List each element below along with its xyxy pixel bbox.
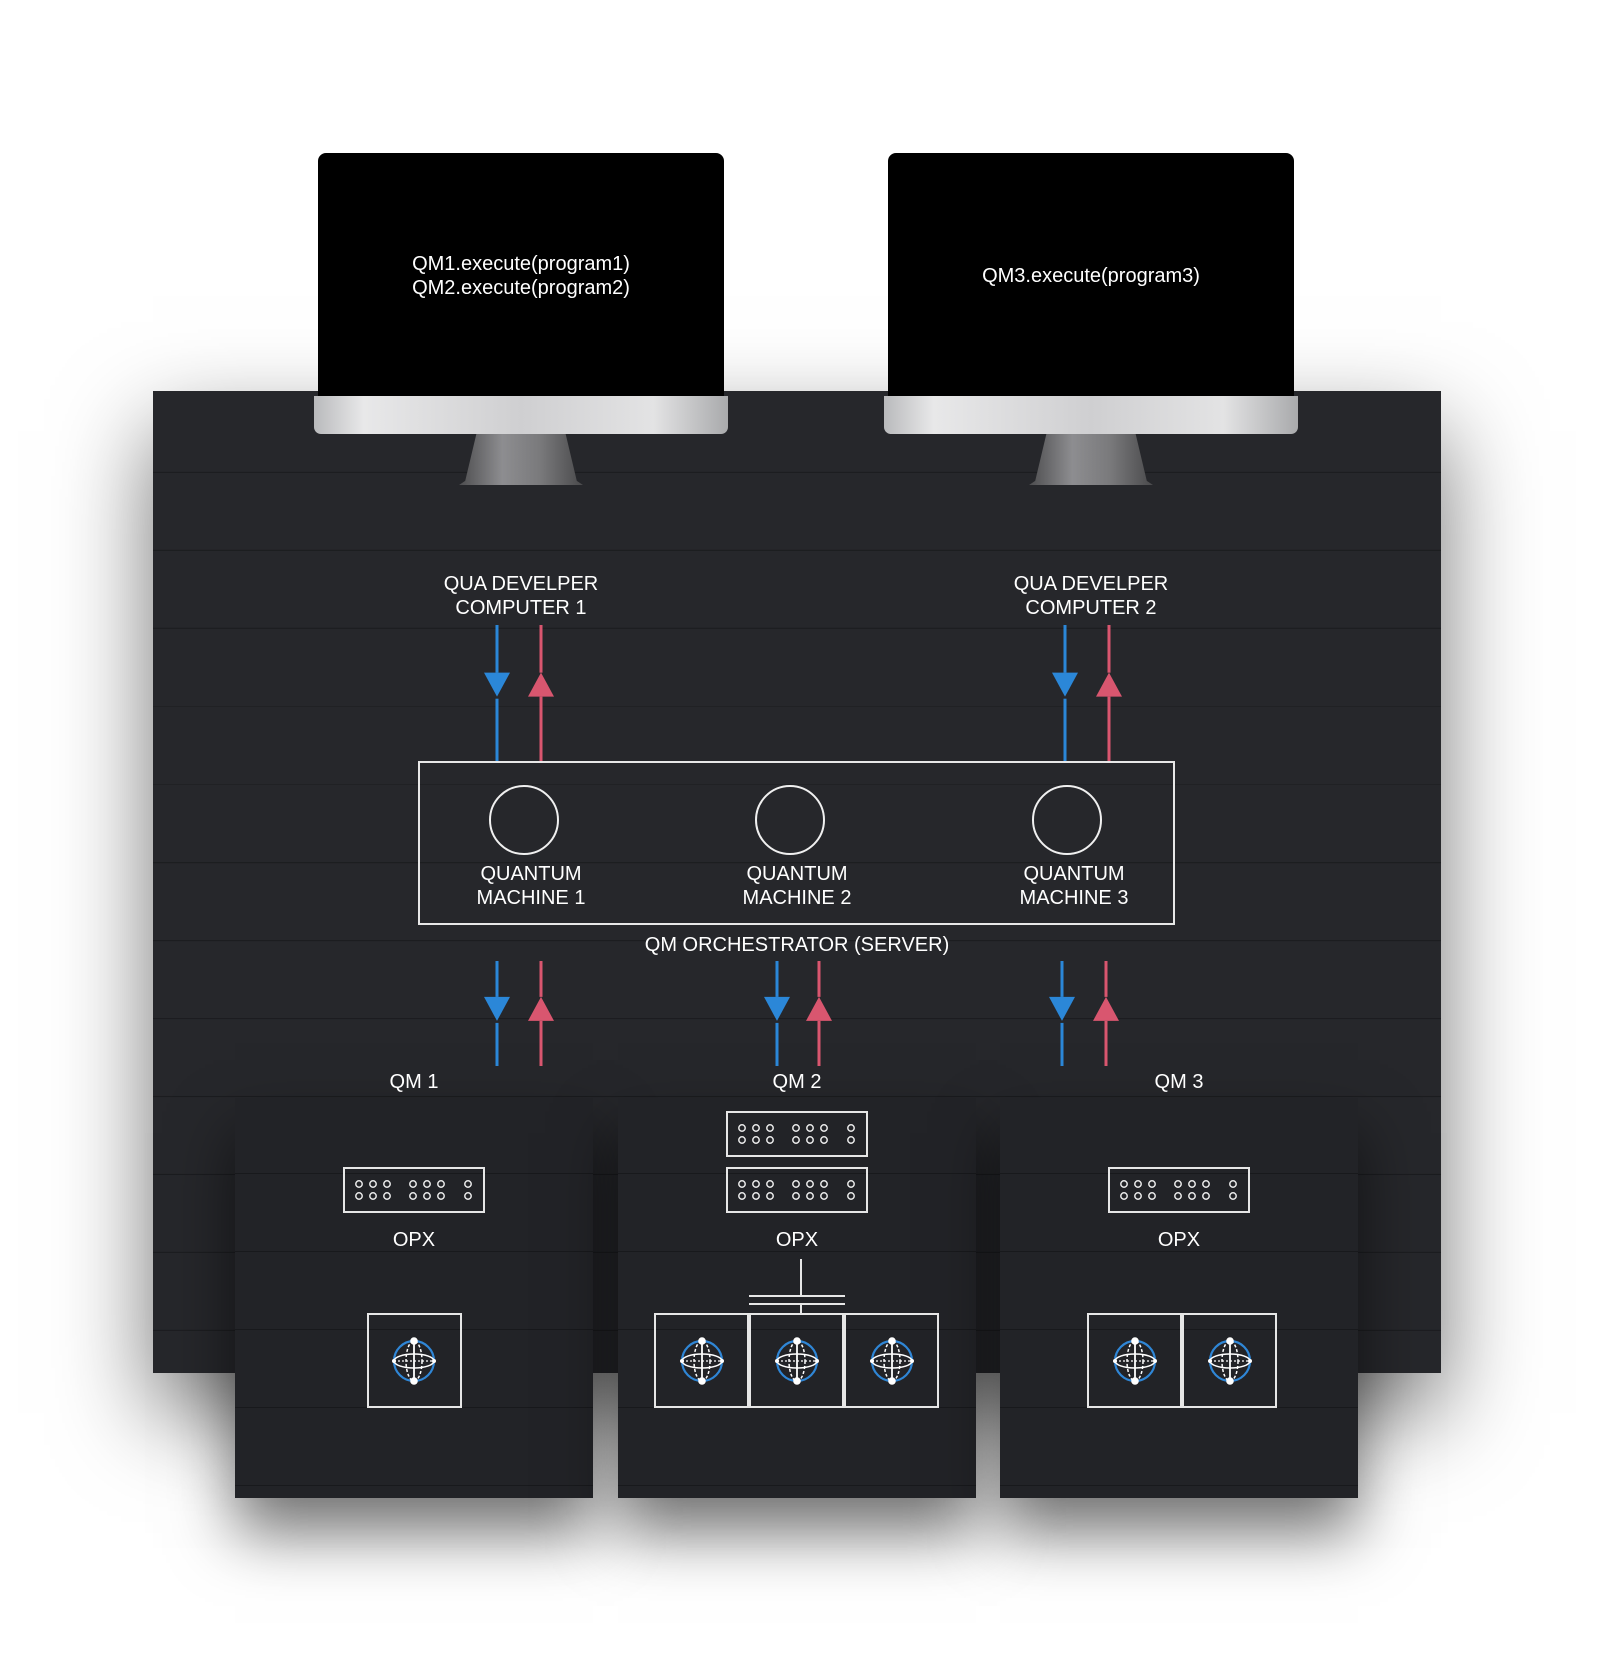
machine-label-line: QUANTUM bbox=[480, 863, 582, 885]
opx-unit bbox=[1108, 1167, 1250, 1213]
qubit-cell bbox=[654, 1313, 749, 1408]
opx-port-icon bbox=[355, 1180, 472, 1200]
opx-port-icon bbox=[738, 1180, 855, 1200]
quantum-machine-1-circle bbox=[489, 785, 559, 855]
opx-unit bbox=[343, 1167, 485, 1213]
code-line: QM3.execute(program3) bbox=[982, 264, 1200, 287]
qm-2-panel bbox=[618, 1098, 976, 1498]
opx-unit bbox=[726, 1111, 868, 1157]
computer-2-label: QUA DEVELPER COMPUTER 2 bbox=[1014, 572, 1169, 620]
machine-label-line: QUANTUM bbox=[1023, 863, 1125, 885]
qubit-cell bbox=[1087, 1313, 1182, 1408]
machine-label-line: MACHINE 3 bbox=[1019, 887, 1129, 909]
arrow-down-icon bbox=[484, 672, 510, 697]
monitor-chin bbox=[884, 396, 1298, 434]
qubit-bloch-sphere-icon bbox=[390, 1336, 438, 1386]
computer-label-line: QUA DEVELPER bbox=[1013, 573, 1169, 595]
qubit-bloch-sphere-icon bbox=[678, 1336, 726, 1386]
quantum-machine-1-label: QUANTUM MACHINE 1 bbox=[477, 862, 586, 910]
opx-unit bbox=[726, 1167, 868, 1213]
code-line: QM1.execute(program1) bbox=[412, 252, 630, 275]
qm-2-title: QM 2 bbox=[772, 1071, 822, 1093]
arrow-up-icon bbox=[1096, 672, 1122, 697]
developer-monitor-2: QM3.execute(program3) bbox=[884, 153, 1298, 485]
opx-3-label: OPX bbox=[1157, 1229, 1201, 1251]
qm-3-title: QM 3 bbox=[1154, 1071, 1204, 1093]
quantum-machine-3-circle bbox=[1032, 785, 1102, 855]
arrow-down-icon bbox=[484, 996, 510, 1021]
opx-port-icon bbox=[1120, 1180, 1237, 1200]
quantum-machine-2-circle bbox=[755, 785, 825, 855]
orchestrator-label: QM ORCHESTRATOR (SERVER) bbox=[644, 934, 950, 956]
quantum-machine-3-label: QUANTUM MACHINE 3 bbox=[1020, 862, 1129, 910]
arrow-down-icon bbox=[1052, 672, 1078, 697]
monitor-screen: QM1.execute(program1) QM2.execute(progra… bbox=[318, 153, 724, 398]
arrow-up-icon bbox=[528, 672, 554, 697]
qm-1-title: QM 1 bbox=[389, 1071, 439, 1093]
opx-port-icon bbox=[738, 1124, 855, 1144]
qubit-bloch-sphere-icon bbox=[773, 1336, 821, 1386]
qm-1-panel bbox=[235, 1098, 593, 1498]
machine-label-line: MACHINE 1 bbox=[476, 887, 586, 909]
machine-label-line: MACHINE 2 bbox=[742, 887, 852, 909]
qubit-bloch-sphere-icon bbox=[868, 1336, 916, 1386]
qubit-bloch-sphere-icon bbox=[1206, 1336, 1254, 1386]
qubit-cell bbox=[749, 1313, 844, 1408]
qubit-cell bbox=[367, 1313, 462, 1408]
arrow-down-icon bbox=[764, 996, 790, 1021]
arrow-up-icon bbox=[806, 996, 832, 1021]
qubit-cell bbox=[1182, 1313, 1277, 1408]
arrow-down-icon bbox=[1049, 996, 1075, 1021]
qubit-bloch-sphere-icon bbox=[1111, 1336, 1159, 1386]
monitor-stand bbox=[1029, 434, 1153, 485]
orchestrator-box bbox=[418, 761, 1175, 925]
computer-label-line: COMPUTER 2 bbox=[1025, 597, 1157, 619]
arrow-up-icon bbox=[528, 996, 554, 1021]
arrow-up-icon bbox=[1093, 996, 1119, 1021]
developer-monitor-1: QM1.execute(program1) QM2.execute(progra… bbox=[314, 153, 728, 485]
qubit-cell bbox=[844, 1313, 939, 1408]
quantum-machine-2-label: QUANTUM MACHINE 2 bbox=[743, 862, 852, 910]
qm-3-panel bbox=[1000, 1098, 1358, 1498]
computer-label-line: QUA DEVELPER bbox=[443, 573, 599, 595]
code-line: QM2.execute(program2) bbox=[412, 276, 630, 299]
machine-label-line: QUANTUM bbox=[746, 863, 848, 885]
bus-connector-icon bbox=[749, 1259, 845, 1313]
monitor-chin bbox=[314, 396, 728, 434]
monitor-stand bbox=[459, 434, 583, 485]
opx-1-label: OPX bbox=[392, 1229, 436, 1251]
opx-2-label: OPX bbox=[775, 1229, 819, 1251]
computer-label-line: COMPUTER 1 bbox=[455, 597, 587, 619]
monitor-screen: QM3.execute(program3) bbox=[888, 153, 1294, 398]
computer-1-label: QUA DEVELPER COMPUTER 1 bbox=[444, 572, 599, 620]
